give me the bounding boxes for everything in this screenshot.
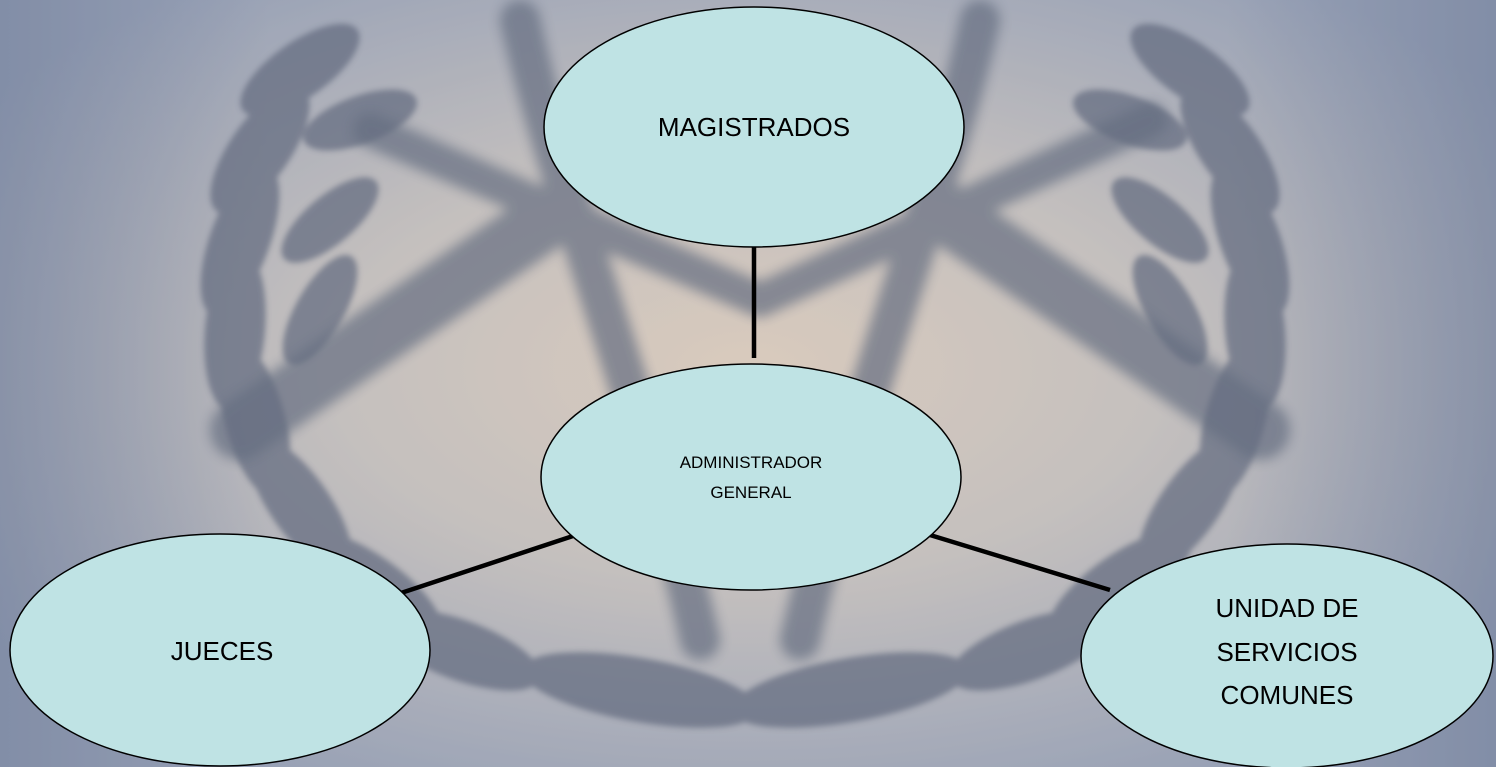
diagram-connectors: [397, 246, 1111, 597]
node-jueces-shape: [9, 533, 431, 767]
node-unidad-label-line3: COMUNES: [1221, 680, 1354, 710]
node-unidad-label-line2: SERVICIOS: [1216, 637, 1357, 667]
connector-administrador-jueces: [397, 532, 577, 597]
node-administrador-general-shape: [540, 363, 962, 591]
node-unidad-servicios-comunes: UNIDAD DE SERVICIOS COMUNES: [1080, 543, 1494, 767]
node-administrador-general-label-line2: GENERAL: [710, 483, 791, 502]
connector-administrador-unidad: [929, 532, 1111, 593]
node-administrador-general: ADMINISTRADOR GENERAL: [540, 363, 962, 591]
node-magistrados-shape: [543, 6, 965, 248]
node-unidad-label-line1: UNIDAD DE: [1215, 593, 1358, 623]
node-jueces-label: JUECES: [171, 636, 274, 666]
node-magistrados-label: MAGISTRADOS: [658, 112, 850, 142]
node-magistrados: MAGISTRADOS: [543, 6, 965, 248]
node-unidad-servicios-comunes-shape: [1080, 543, 1494, 767]
node-jueces: JUECES: [9, 533, 431, 767]
node-administrador-general-label-line1: ADMINISTRADOR: [680, 453, 823, 472]
